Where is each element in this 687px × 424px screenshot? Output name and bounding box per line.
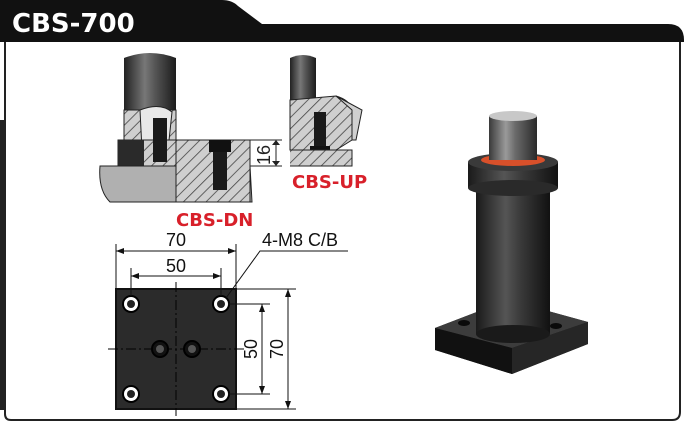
card-frame (4, 36, 681, 421)
mount-hole (122, 385, 140, 403)
cbs-up-label: CBS-UP (292, 172, 367, 193)
plate-dimensions (115, 244, 348, 410)
mount-hole (212, 295, 230, 313)
clearance-dimension: 16 (254, 145, 274, 165)
mount-hole (212, 385, 230, 403)
hole-spacing-width-label: 50 (166, 256, 186, 276)
page-title: CBS-700 (12, 9, 135, 39)
port-hole (151, 340, 169, 358)
mount-hole (122, 295, 140, 313)
side-bar (0, 120, 4, 410)
bolt-spec-label: 4-M8 C/B (262, 230, 338, 250)
product-render (435, 111, 588, 374)
header-bar (0, 0, 684, 42)
overall-width-label: 70 (166, 230, 186, 250)
hole-spacing-height-label: 50 (241, 339, 261, 359)
plate-top-view (108, 282, 244, 416)
cbs-dn-label: CBS-DN (176, 210, 253, 231)
cbs-up-section (289, 55, 363, 167)
cbs-dn-section (99, 53, 282, 203)
port-hole (183, 340, 201, 358)
overall-height-label: 70 (267, 339, 287, 359)
